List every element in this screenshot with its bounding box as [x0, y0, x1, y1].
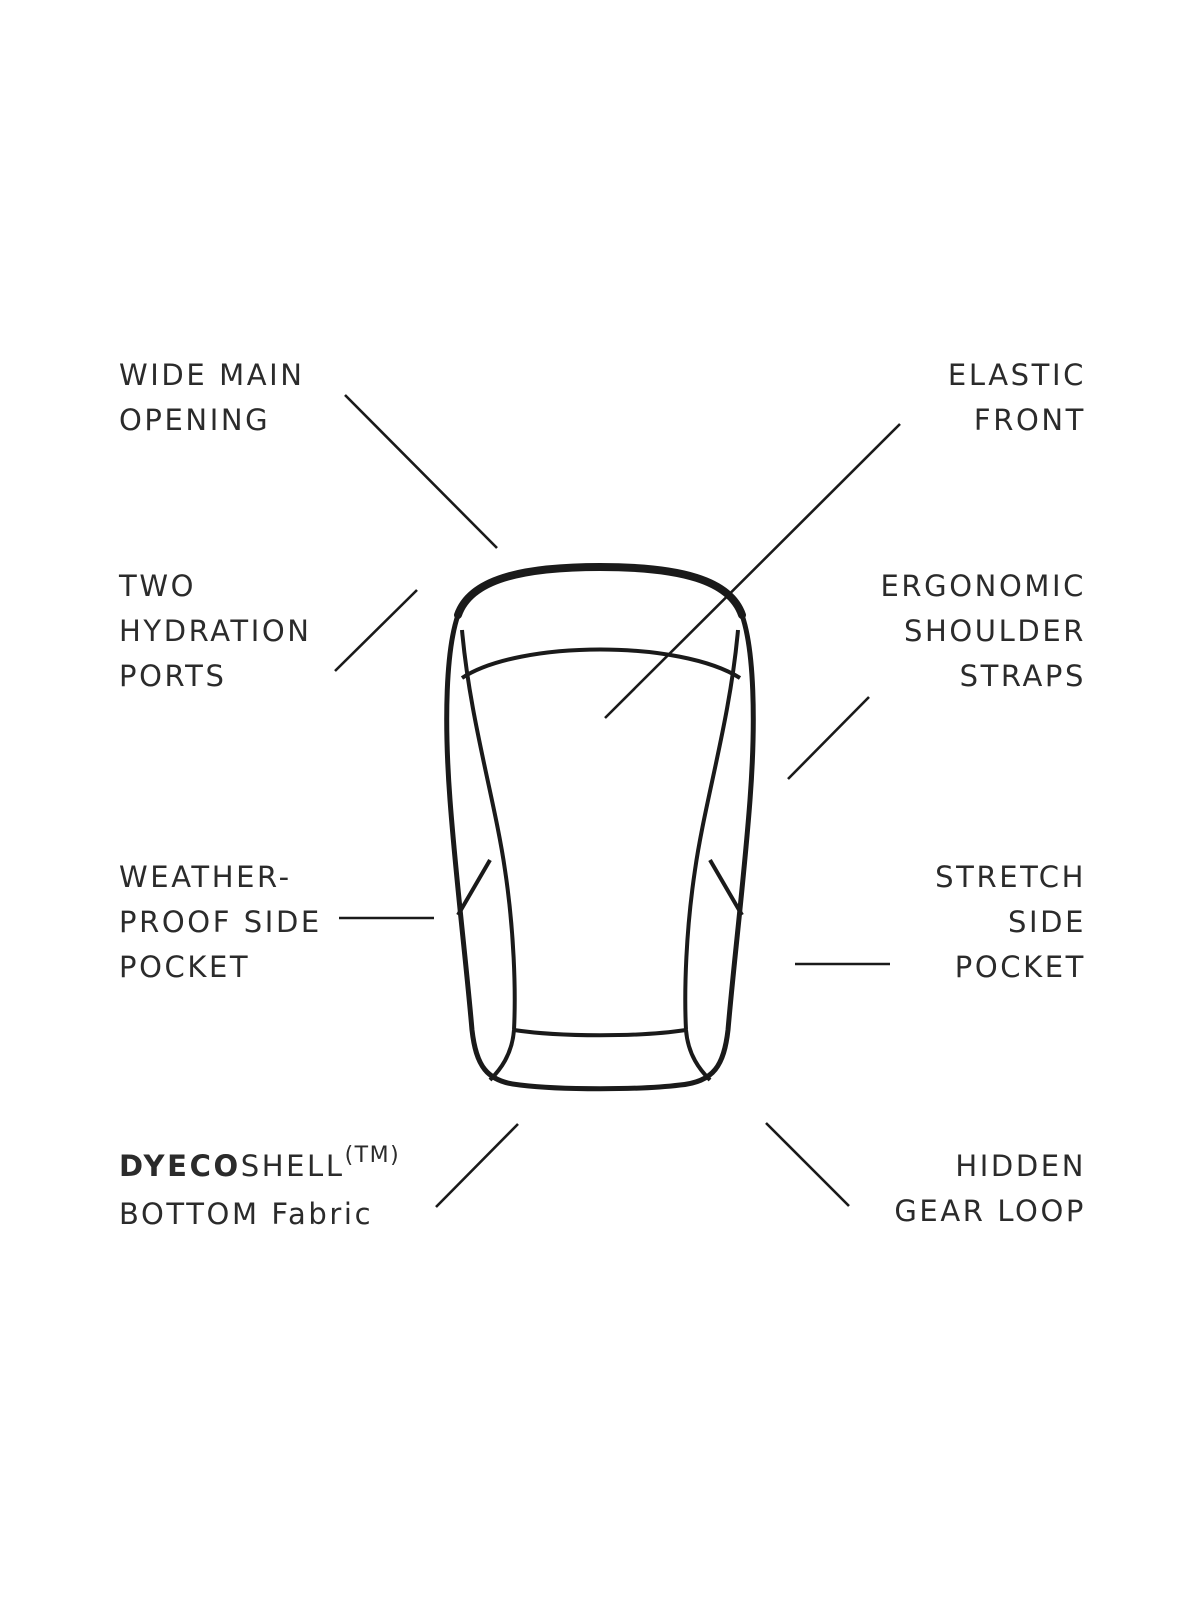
- left-panel-edge: [460, 629, 517, 1082]
- callout-line: HYDRATION: [119, 614, 312, 648]
- leader-ergonomic-shoulder-straps: [787, 696, 870, 780]
- callout-line: POCKET: [954, 950, 1086, 984]
- callout-weatherproof-side-pocket: WEATHER- PROOF SIDE POCKET: [119, 855, 322, 990]
- callout-line: ELASTIC: [947, 358, 1086, 392]
- right-side-pocket-seam: [708, 858, 744, 917]
- callout-line: WIDE MAIN: [119, 358, 305, 392]
- callout-line: POCKET: [119, 950, 251, 984]
- callout-hidden-gear-loop: HIDDEN GEAR LOOP: [894, 1144, 1086, 1234]
- callout-dyecoshell-bottom-fabric: DYECOSHELL(TM) BOTTOM Fabric: [119, 1143, 401, 1237]
- callout-line: STRAPS: [959, 659, 1086, 693]
- callout-line: SIDE: [1007, 905, 1086, 939]
- backpack-outline: [444, 564, 756, 1092]
- main-opening-arc: [460, 647, 742, 680]
- callout-line: WEATHER-: [119, 860, 292, 894]
- right-panel-edge: [683, 629, 740, 1082]
- callout-line: SHOULDER: [903, 614, 1086, 648]
- leader-elastic-front: [604, 423, 901, 719]
- callout-line: ERGONOMIC: [880, 569, 1086, 603]
- callout-ergonomic-shoulder-straps: ERGONOMIC SHOULDER STRAPS: [880, 564, 1086, 699]
- leader-wide-main-opening: [344, 394, 498, 549]
- callout-line: OPENING: [119, 403, 271, 437]
- brand-name-regular: SHELL: [240, 1149, 345, 1183]
- callout-wide-main-opening: WIDE MAIN OPENING: [119, 353, 305, 443]
- callout-line: PROOF SIDE: [119, 905, 322, 939]
- callout-stretch-side-pocket: STRETCH SIDE POCKET: [935, 855, 1086, 990]
- callout-line: BOTTOM Fabric: [119, 1197, 374, 1231]
- leader-two-hydration-ports: [334, 589, 418, 672]
- callout-line: STRETCH: [935, 860, 1086, 894]
- leader-hidden-gear-loop: [765, 1122, 850, 1207]
- brand-name-bold: DYECO: [119, 1149, 241, 1183]
- callout-line: PORTS: [119, 659, 227, 693]
- left-side-pocket-seam: [456, 858, 492, 917]
- callout-line: GEAR LOOP: [894, 1194, 1086, 1228]
- leader-dyecoshell: [435, 1123, 519, 1208]
- callout-brand-line: DYECOSHELL(TM): [119, 1143, 401, 1192]
- callout-line: HIDDEN: [955, 1149, 1086, 1183]
- callout-line: TWO: [119, 569, 197, 603]
- callout-elastic-front: ELASTIC FRONT: [948, 353, 1086, 443]
- top-rim: [454, 562, 746, 619]
- trademark-mark: (TM): [344, 1143, 401, 1168]
- callout-two-hydration-ports: TWO HYDRATION PORTS: [119, 564, 312, 699]
- callout-line: FRONT: [973, 403, 1086, 437]
- bottom-panel-edge: [513, 1028, 687, 1038]
